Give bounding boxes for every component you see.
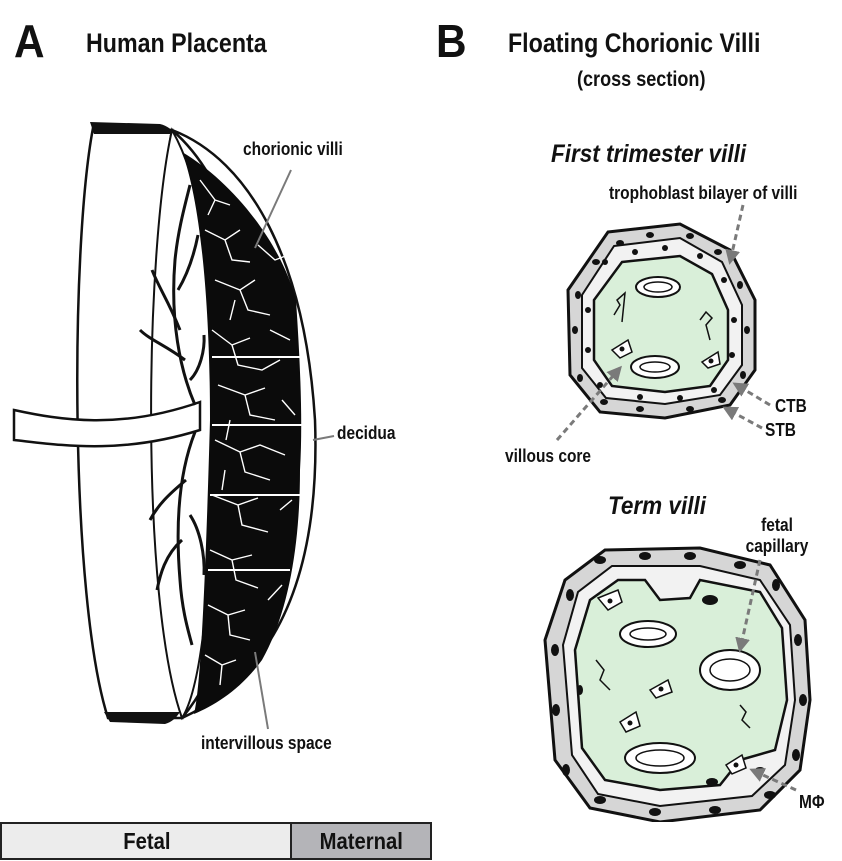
placenta-top-rim — [90, 122, 175, 134]
legend-maternal: Maternal — [290, 822, 432, 860]
legend-fetal-label: Fetal — [123, 828, 170, 855]
ctb-arrow — [735, 384, 770, 405]
legend-maternal-label: Maternal — [319, 828, 402, 855]
intervillous-pointer — [255, 652, 268, 729]
stb-arrow — [725, 408, 762, 428]
placenta-illustration — [14, 122, 334, 729]
first-trimester-villus — [557, 205, 770, 440]
placenta-bottom-rim — [104, 712, 180, 724]
diagram-drawing — [0, 0, 842, 822]
term-villus — [545, 548, 810, 822]
legend-fetal: Fetal — [0, 822, 292, 860]
